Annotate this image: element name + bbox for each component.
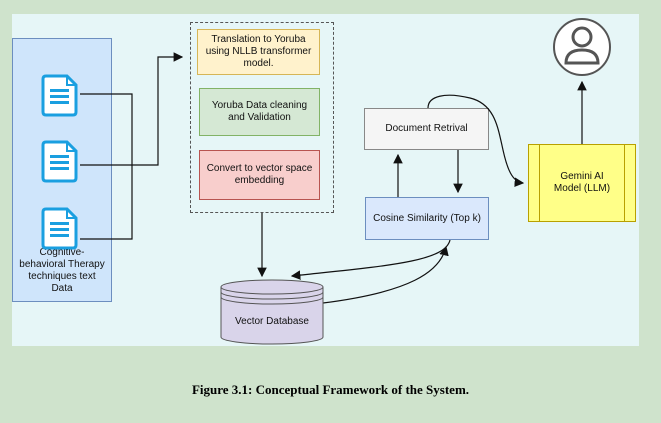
document-icon [41,140,78,183]
document-retrieval-box: Document Retrival [364,108,489,150]
vector-database-label: Vector Database [221,312,323,332]
user-icon [553,18,611,76]
vector-database [220,279,324,345]
document-icon [41,207,78,250]
source-data-label: Cognitive-behavioral Therapy techniques … [19,247,105,294]
cleaning-label: Yoruba Data cleaning and Validation [211,100,308,123]
source-connector [80,52,184,240]
arrow-db-to-cosine [322,245,449,304]
preprocessing-container [190,22,334,213]
vector-database-text: Vector Database [235,316,309,327]
arrow-cosine-to-db [290,239,451,280]
gemini-model-label: Gemini AI Model (LLM) [553,171,611,194]
translation-label: Translation to Yoruba using NLLB transfo… [205,34,312,69]
cleaning-box: Yoruba Data cleaning and Validation [199,88,320,136]
vectorize-label: Convert to vector space embedding [206,163,313,186]
document-retrieval-label: Document Retrival [385,123,468,134]
cosine-similarity-label: Cosine Similarity (Top k) [373,212,481,224]
translation-box: Translation to Yoruba using NLLB transfo… [197,29,320,75]
figure-caption: Figure 3.1: Conceptual Framework of the … [191,382,470,397]
gemini-model-box: Gemini AI Model (LLM) [528,144,636,222]
cosine-similarity-box: Cosine Similarity (Top k) [365,197,489,240]
document-icon [41,74,78,117]
arrow-retrieval-to-gemini [427,94,525,188]
vectorize-box: Convert to vector space embedding [199,150,320,200]
